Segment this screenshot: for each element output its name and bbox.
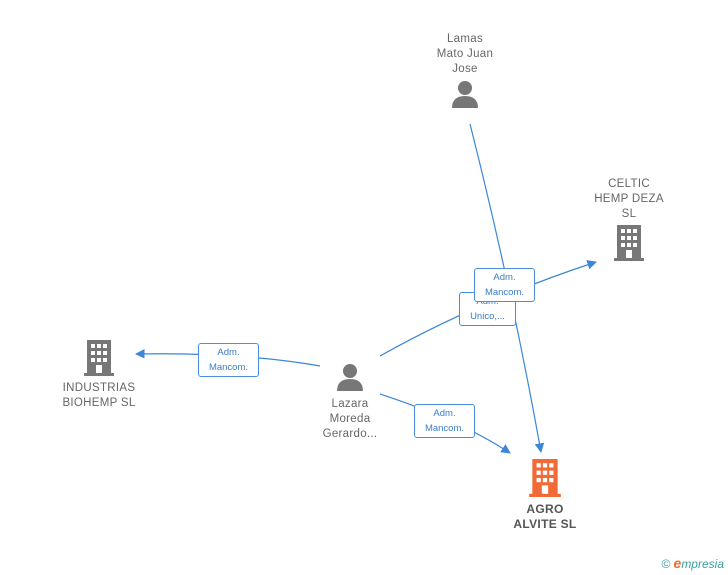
node-lazara-moreda-gerardo[interactable]: Lazara Moreda Gerardo... xyxy=(305,362,395,442)
edge-label-lazara-industrias[interactable]: Adm. Mancom. xyxy=(198,343,259,377)
node-industrias-biohemp[interactable]: INDUSTRIAS BIOHEMP SL xyxy=(54,340,144,411)
brand-initial: e xyxy=(673,555,682,571)
edge-label-lazara-agro[interactable]: Adm. Mancom. xyxy=(414,404,475,438)
node-lamas-mato-juan-jose[interactable]: Lamas Mato Juan Jose xyxy=(420,32,510,114)
building-icon xyxy=(614,225,644,266)
node-label: Lazara Moreda Gerardo... xyxy=(322,398,378,440)
node-celtic-hemp-deza[interactable]: CELTIC HEMP DEZA SL xyxy=(584,177,674,266)
person-icon xyxy=(335,362,365,397)
building-icon xyxy=(529,459,561,502)
node-label: Lamas Mato Juan Jose xyxy=(436,33,494,75)
node-label: INDUSTRIAS BIOHEMP SL xyxy=(62,382,136,409)
brand-name: mpresia xyxy=(681,557,724,571)
empresia-logo: © empresia xyxy=(661,555,724,571)
edge-label-lamas-agro[interactable]: Adm. Mancom. xyxy=(474,268,535,302)
node-label: AGRO ALVITE SL xyxy=(513,502,577,531)
node-agro-alvite[interactable]: AGRO ALVITE SL xyxy=(500,459,590,532)
node-label: CELTIC HEMP DEZA SL xyxy=(594,178,664,220)
copyright-symbol: © xyxy=(661,557,671,571)
building-icon xyxy=(84,340,114,381)
person-icon xyxy=(450,79,480,114)
